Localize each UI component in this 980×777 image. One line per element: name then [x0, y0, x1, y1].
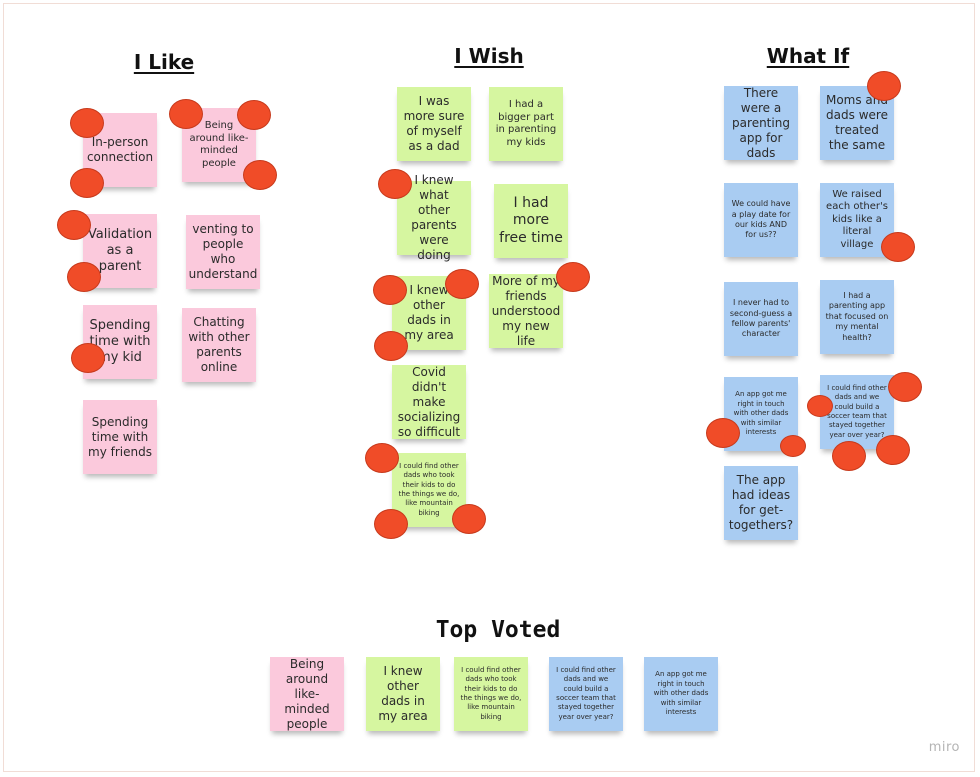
vote-dot[interactable]	[881, 232, 915, 262]
heading-top-voted: Top Voted	[435, 617, 561, 643]
sticky-note[interactable]: An app got me right in touch with other …	[644, 657, 718, 731]
miro-logo: miro	[928, 740, 960, 755]
sticky-note[interactable]: More of my friends understood my new lif…	[489, 274, 563, 348]
vote-dot[interactable]	[70, 108, 104, 138]
vote-dot[interactable]	[365, 443, 399, 473]
sticky-note[interactable]: I had a parenting app that focused on my…	[820, 280, 894, 354]
sticky-note[interactable]: The app had ideas for get-togethers?	[724, 466, 798, 540]
sticky-note[interactable]: Spending time with my friends	[83, 400, 157, 474]
heading-i-like: I Like	[133, 50, 195, 74]
vote-dot[interactable]	[374, 331, 408, 361]
vote-dot[interactable]	[876, 435, 910, 465]
vote-dot[interactable]	[832, 441, 866, 471]
sticky-note[interactable]: There were a parenting app for dads	[724, 86, 798, 160]
heading-i-wish: I Wish	[454, 44, 524, 68]
sticky-note[interactable]: I could find other dads who took their k…	[454, 657, 528, 731]
sticky-note[interactable]: I had more free time	[494, 184, 568, 258]
sticky-note[interactable]: We could have a play date for our kids A…	[724, 183, 798, 257]
vote-dot[interactable]	[243, 160, 277, 190]
sticky-note[interactable]: I never had to second-guess a fellow par…	[724, 282, 798, 356]
vote-dot[interactable]	[169, 99, 203, 129]
vote-dot[interactable]	[445, 269, 479, 299]
sticky-note[interactable]: venting to people who understand	[186, 215, 260, 289]
vote-dot[interactable]	[71, 343, 105, 373]
board-frame	[3, 3, 975, 772]
vote-dot[interactable]	[70, 168, 104, 198]
sticky-note[interactable]: An app got me right in touch with other …	[724, 377, 798, 451]
heading-what-if: What If	[766, 44, 850, 68]
sticky-note[interactable]: Spending time with my kid	[83, 305, 157, 379]
vote-dot[interactable]	[378, 169, 412, 199]
sticky-note[interactable]: Covid didn't make socializing so difficu…	[392, 365, 466, 439]
vote-dot[interactable]	[57, 210, 91, 240]
vote-dot[interactable]	[373, 275, 407, 305]
vote-dot[interactable]	[807, 395, 833, 417]
sticky-note[interactable]: I knew what other parents were doing	[397, 173, 471, 262]
sticky-note[interactable]: I could find other dads and we could bui…	[820, 375, 894, 449]
vote-dot[interactable]	[706, 418, 740, 448]
sticky-note[interactable]: Moms and dads were treated the same	[820, 86, 894, 160]
vote-dot[interactable]	[867, 71, 901, 101]
vote-dot[interactable]	[67, 262, 101, 292]
vote-dot[interactable]	[452, 504, 486, 534]
sticky-note[interactable]: Being around like-minded people	[270, 657, 344, 731]
vote-dot[interactable]	[888, 372, 922, 402]
vote-dot[interactable]	[780, 435, 806, 457]
vote-dot[interactable]	[237, 100, 271, 130]
sticky-note[interactable]: I could find other dads and we could bui…	[549, 657, 623, 731]
vote-dot[interactable]	[374, 509, 408, 539]
sticky-note[interactable]: I knew other dads in my area	[366, 657, 440, 731]
sticky-note[interactable]: Chatting with other parents online	[182, 308, 256, 382]
vote-dot[interactable]	[556, 262, 590, 292]
sticky-note[interactable]: I was more sure of myself as a dad	[397, 87, 471, 161]
sticky-note[interactable]: I had a bigger part in parenting my kids	[489, 87, 563, 161]
